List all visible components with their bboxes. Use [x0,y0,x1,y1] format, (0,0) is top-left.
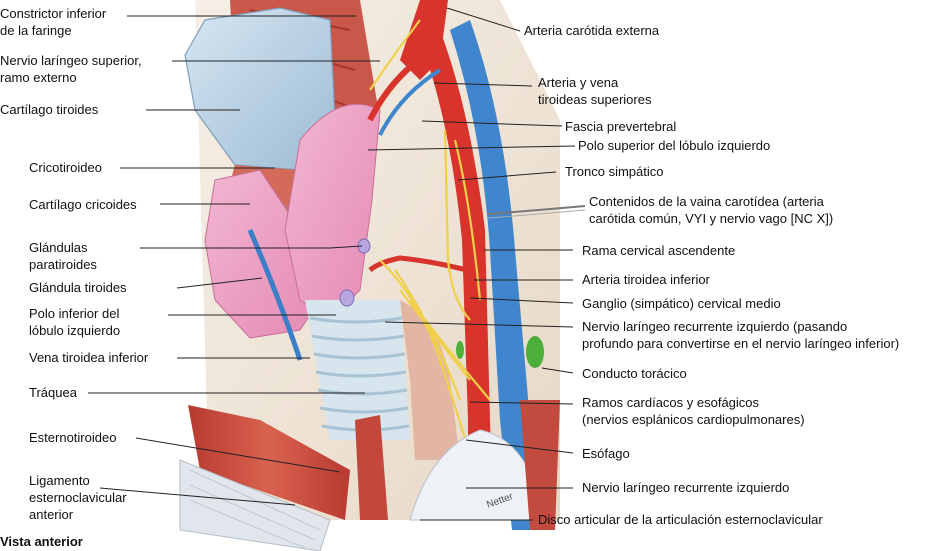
label-conducto: Conducto torácico [582,366,687,381]
label-cartilago-cricoides: Cartílago cricoides [29,197,137,212]
label-polo-superior: Polo superior del lóbulo izquierdo [578,138,771,153]
label-vena-tiroidea: Vena tiroidea inferior [29,350,149,365]
label-rama-cervical: Rama cervical ascendente [582,243,736,258]
label-ramos: Ramos cardíacos y esofágicos(nervios esp… [582,395,805,427]
label-disco: Disco articular de la articulación ester… [538,512,823,527]
external-carotid-artery [400,0,448,80]
trachea [305,300,410,440]
label-fascia: Fascia prevertebral [565,119,677,134]
label-cricotiroideo: Cricotiroideo [29,160,102,175]
label-ganglio: Ganglio (simpático) cervical medio [582,296,781,311]
label-nervio-superior: Nervio laríngeo superior,ramo externo [0,53,142,85]
inferior-thyroid-artery [368,255,486,278]
muscle-band-right [520,400,560,530]
caption: Vista anterior [0,534,83,549]
common-carotid-artery [420,30,491,520]
label-nervio-recurrente-pasando: Nervio laríngeo recurrente izquierdo (pa… [582,319,900,351]
label-nervio-recurrente: Nervio laríngeo recurrente izquierdo [582,480,790,495]
label-esofago: Esófago [582,446,630,461]
parathyroid-gland-lower [339,289,355,307]
label-traquea: Tráquea [29,385,77,400]
ascending-cervical-branch [453,139,472,251]
label-vaina: Contenidos de la vaina carotídea (arteri… [589,194,834,226]
label-cartilago-tiroides: Cartílago tiroides [0,102,99,117]
superior-thyroid-vein [378,68,442,136]
label-glandula-tiroides: Glándula tiroides [29,280,127,295]
esophagus [400,300,460,460]
thoracic-duct [526,336,544,368]
nerves [369,19,491,491]
inferior-thyroid-vein [247,229,303,361]
sternothyroid-muscle-left [188,405,350,520]
superior-thyroid-artery [367,52,427,122]
label-arteria-inferior: Arteria tiroidea inferior [582,272,710,287]
sternothyroid-muscle-right [355,415,388,520]
label-arteria-externa: Arteria carótida externa [524,23,660,38]
leader-lines [88,7,576,521]
carotid-sheath-probe [487,205,586,215]
label-tronco: Tronco simpático [565,164,664,179]
label-esternotiroideo: Esternotiroideo [29,430,117,445]
